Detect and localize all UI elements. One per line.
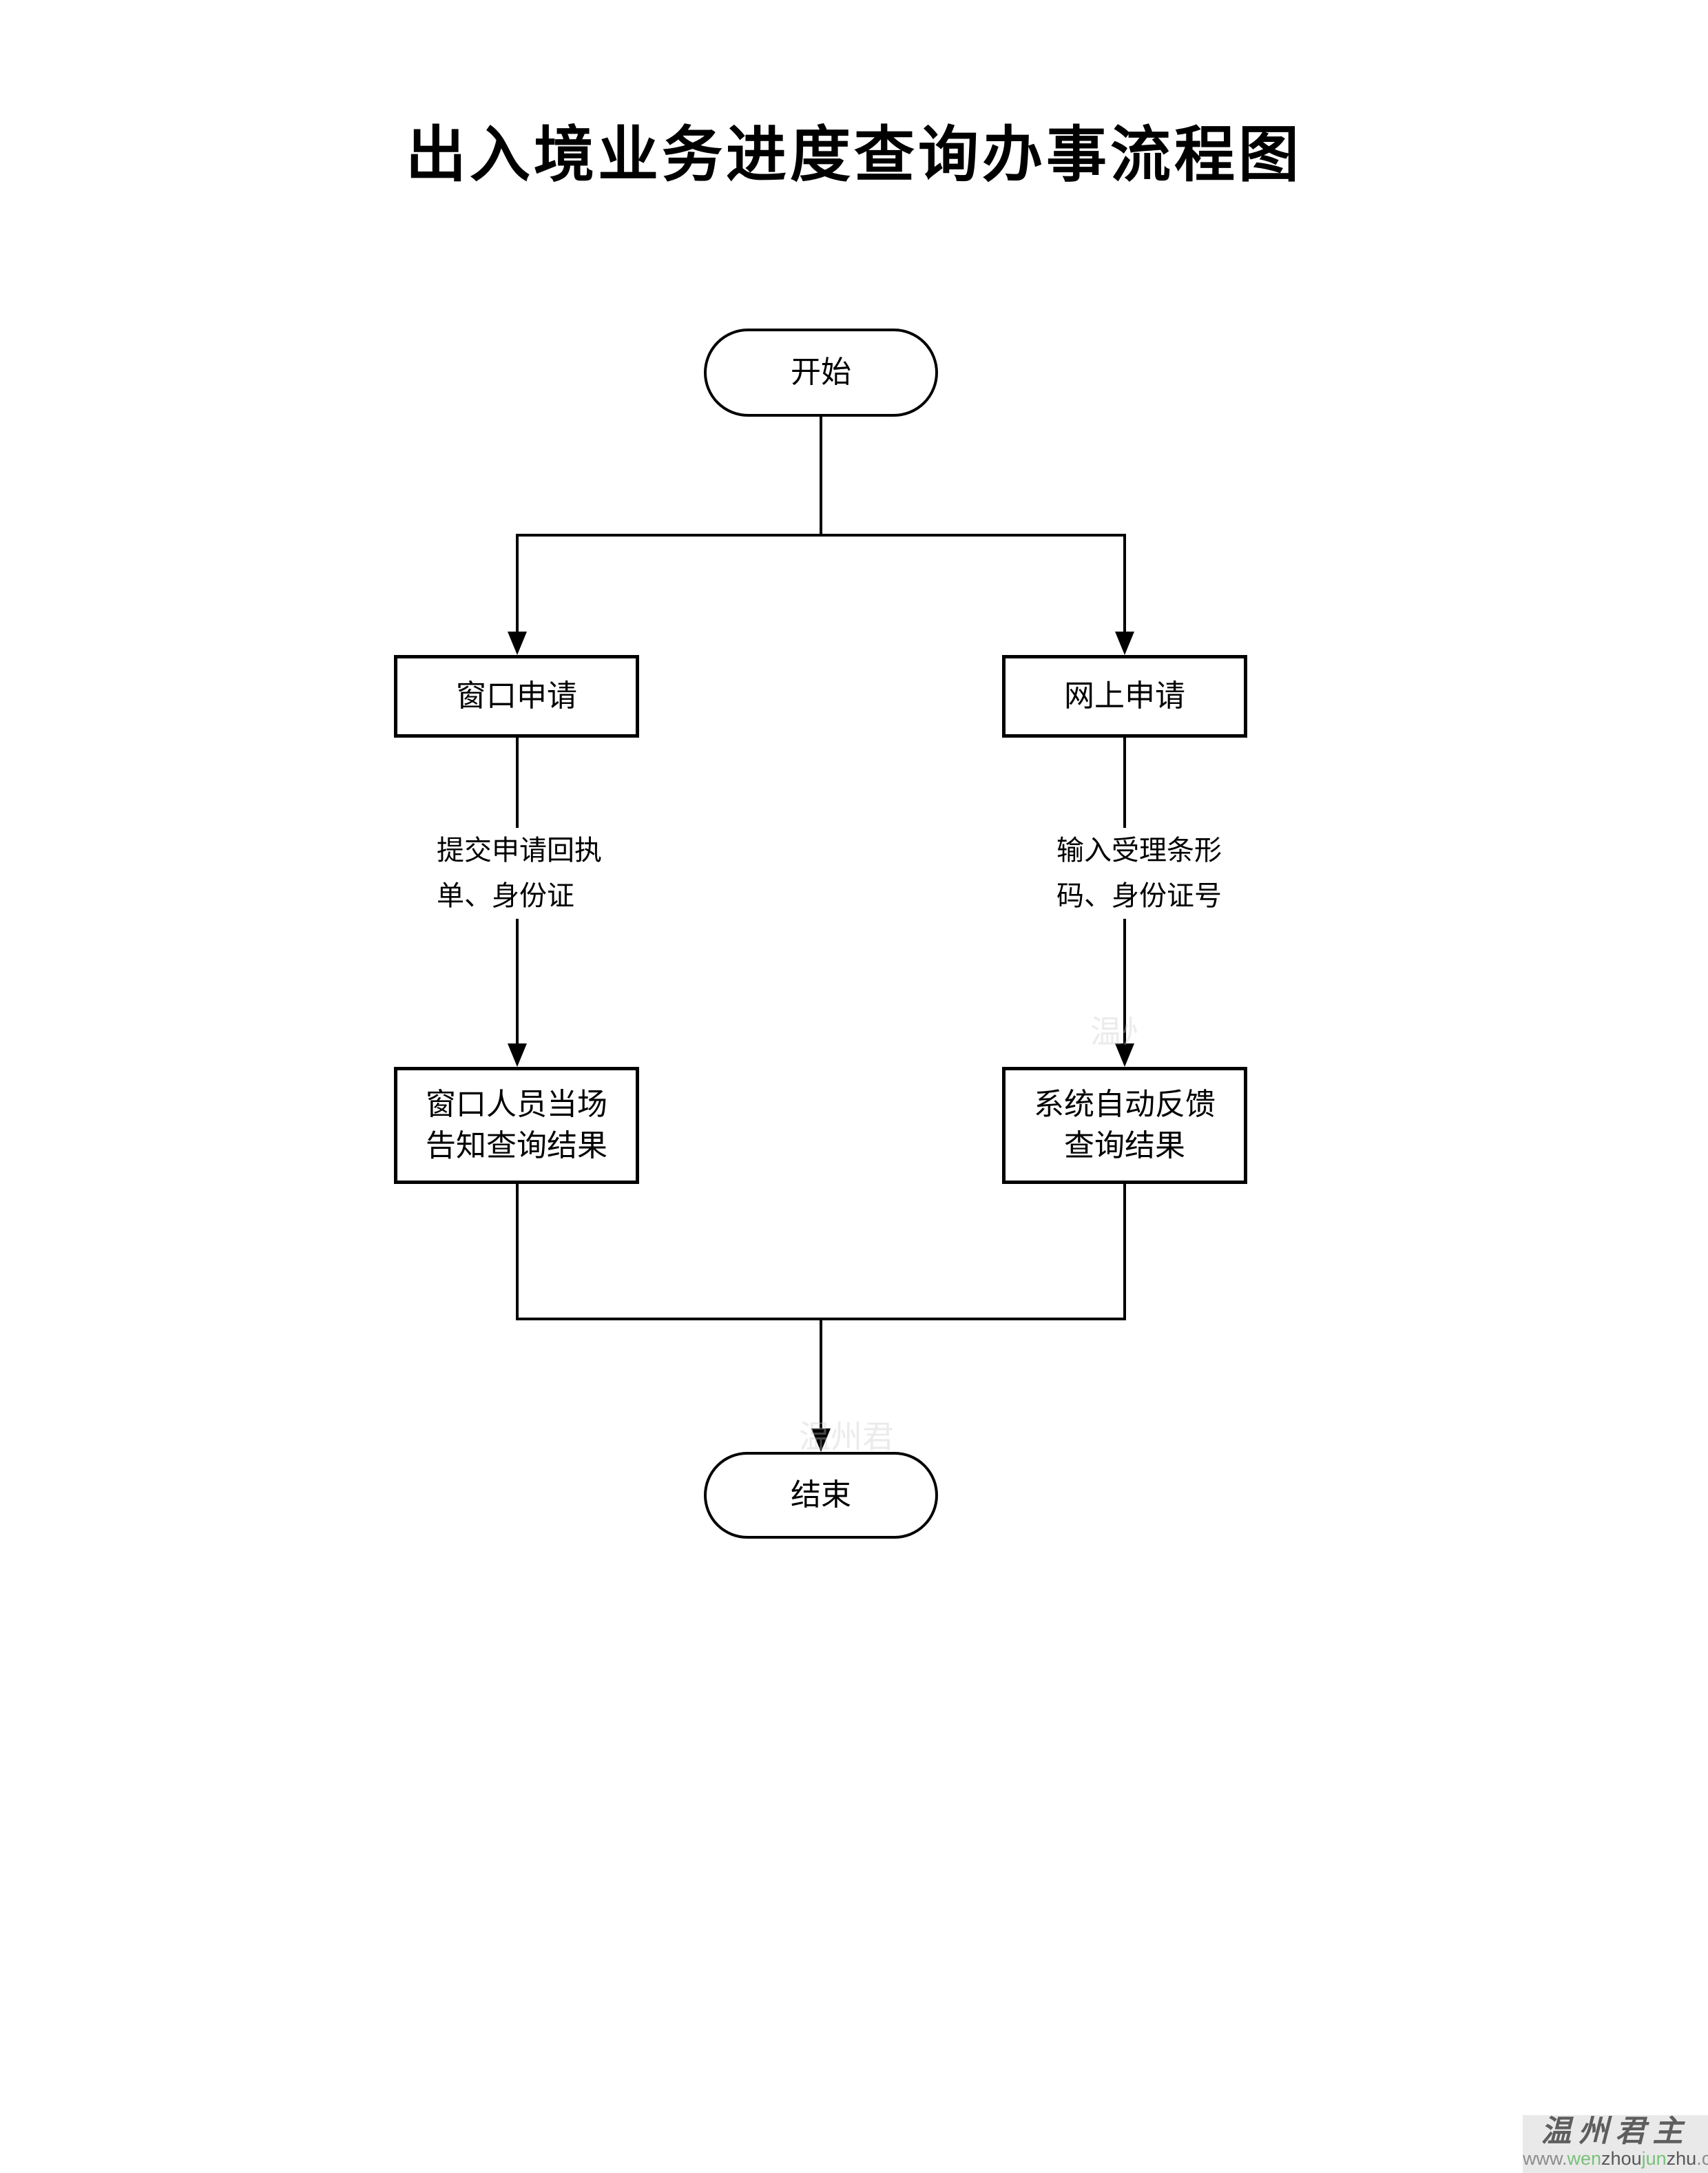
arrow-down-icon bbox=[1115, 1043, 1134, 1067]
node-window-result: 窗口人员当场 告知查询结果 bbox=[394, 1067, 639, 1184]
arrow-down-icon bbox=[508, 1043, 527, 1067]
connector-window-result-down bbox=[516, 1183, 519, 1320]
node-window-apply: 窗口申请 bbox=[394, 655, 639, 738]
connector-start-down bbox=[820, 415, 822, 537]
watermark-url-segment: wen bbox=[1567, 2148, 1602, 2169]
edge-label-window-branch: 提交申请回执 单、身份证 bbox=[431, 828, 607, 919]
node-system-result-line2: 查询结果 bbox=[1064, 1129, 1185, 1163]
watermark-url-segment: jun bbox=[1641, 2148, 1667, 2169]
arrow-down-icon bbox=[811, 1428, 831, 1452]
node-system-result: 系统自动反馈 查询结果 bbox=[1002, 1067, 1247, 1184]
edge-label-online-branch: 输入受理条形 码、身份证号 bbox=[1051, 828, 1227, 919]
connector-branch-horizontal bbox=[516, 534, 1126, 537]
node-window-result-line2: 告知查询结果 bbox=[426, 1129, 607, 1163]
node-end: 结束 bbox=[704, 1452, 938, 1539]
edge-label-window-line1: 提交申请回执 bbox=[437, 835, 602, 866]
node-system-result-line1: 系统自动反馈 bbox=[1034, 1088, 1216, 1121]
page-title: 出入境业务进度查询办事流程图 bbox=[405, 123, 1302, 189]
watermark-brand: 温州君主 bbox=[1541, 2115, 1690, 2148]
watermark-url-segment: .com bbox=[1696, 2148, 1708, 2169]
edge-label-window-line2: 单、身份证 bbox=[437, 880, 574, 911]
connector-merge-to-end bbox=[820, 1318, 822, 1431]
site-watermark: 温州君主 www.wenzhoujunzhu.com bbox=[1523, 2115, 1708, 2173]
node-online-apply: 网上申请 bbox=[1002, 655, 1247, 738]
node-start-label: 开始 bbox=[791, 355, 851, 389]
edge-label-online-line2: 码、身份证号 bbox=[1056, 880, 1222, 911]
arrow-down-icon bbox=[508, 632, 527, 655]
connector-branch-right-down bbox=[1123, 534, 1126, 634]
watermark-url-segment: zhu bbox=[1666, 2148, 1697, 2169]
watermark-url-segment: zhou bbox=[1601, 2148, 1642, 2169]
watermark-url: www.wenzhoujunzhu.com bbox=[1523, 2148, 1708, 2169]
node-end-label: 结束 bbox=[791, 1478, 851, 1512]
node-online-apply-label: 网上申请 bbox=[1064, 679, 1185, 713]
node-window-result-line1: 窗口人员当场 bbox=[426, 1088, 607, 1121]
connector-system-result-down bbox=[1123, 1183, 1126, 1320]
node-window-apply-label: 窗口申请 bbox=[456, 679, 577, 713]
arrow-down-icon bbox=[1115, 632, 1134, 655]
watermark-url-segment: www. bbox=[1523, 2148, 1568, 2169]
node-start: 开始 bbox=[704, 329, 938, 417]
edge-label-online-line1: 输入受理条形 bbox=[1056, 835, 1222, 866]
connector-branch-left-down bbox=[516, 534, 519, 634]
